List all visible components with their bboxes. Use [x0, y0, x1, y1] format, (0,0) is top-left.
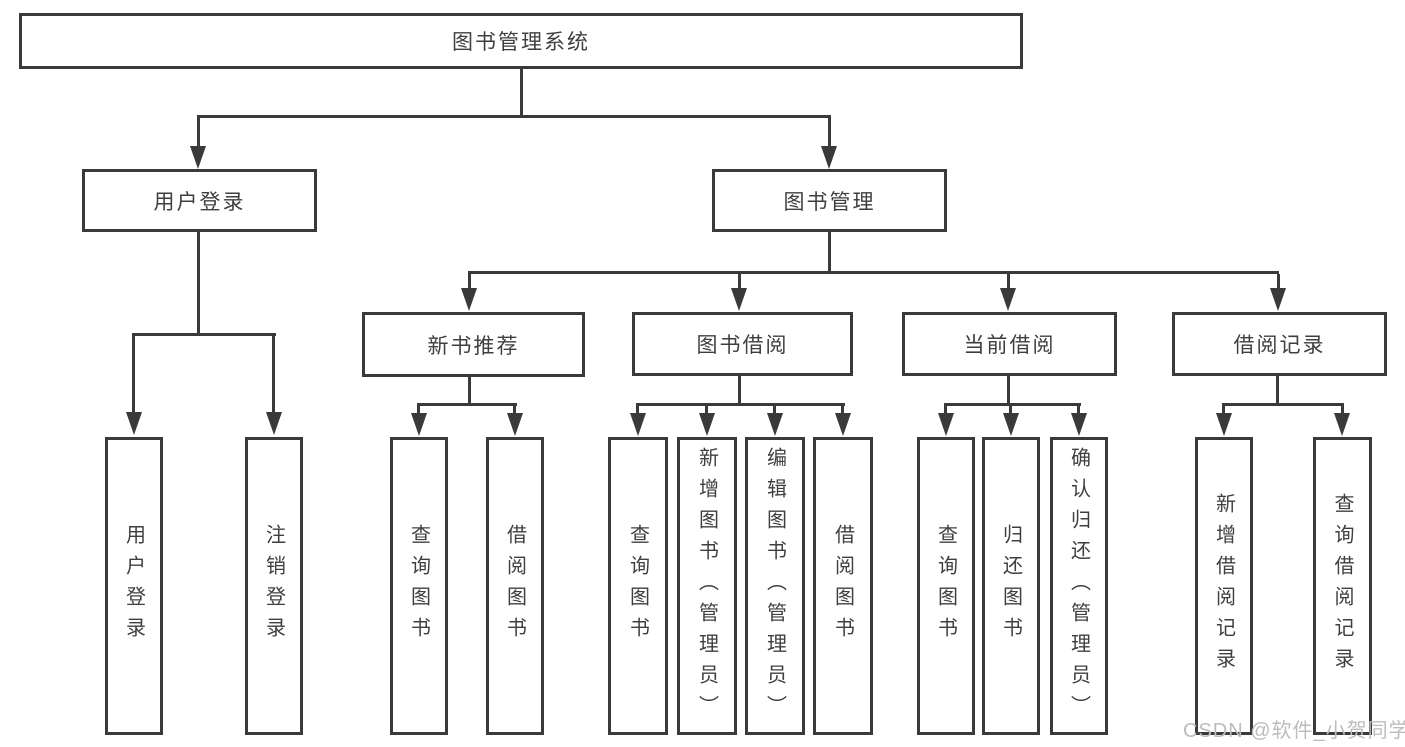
connector-hline — [468, 271, 1279, 274]
arrowhead-down-icon — [507, 413, 523, 436]
arrowhead-down-icon — [1270, 288, 1286, 311]
node-add-books-admin: 新增图书（管理员） — [677, 437, 737, 735]
node-user-login: 用户登录 — [82, 169, 317, 232]
connector-vline — [944, 406, 947, 415]
node-borrow-records-label: 借阅记录 — [1233, 334, 1326, 357]
connector-vline — [705, 406, 708, 415]
connector-hline — [132, 333, 276, 336]
node-borrow-records: 借阅记录 — [1172, 312, 1387, 376]
node-query-borrow-record: 查询借阅记录 — [1313, 437, 1372, 735]
connector-vline — [1009, 406, 1012, 415]
node-query-borrow-record-label: 查询借阅记录 — [1331, 493, 1353, 679]
connector-vline — [197, 232, 200, 336]
node-root: 图书管理系统 — [19, 13, 1023, 69]
node-query-books-current: 查询图书 — [917, 437, 975, 735]
node-book-borrow-label: 图书借阅 — [696, 334, 789, 357]
connector-hline — [197, 115, 831, 118]
node-query-books-borrow: 查询图书 — [608, 437, 668, 735]
csdn-watermark: CSDN @软件_小贺同学 — [1183, 720, 1405, 742]
connector-vline — [1341, 406, 1344, 415]
node-edit-books-admin: 编辑图书（管理员） — [745, 437, 805, 735]
node-book-borrow: 图书借阅 — [632, 312, 853, 376]
connector-vline — [468, 377, 471, 406]
connector-vline — [1222, 406, 1225, 415]
node-borrow-books-borrow: 借阅图书 — [813, 437, 873, 735]
node-query-books-newrec-label: 查询图书 — [407, 524, 430, 648]
node-return-books-label: 归还图书 — [999, 524, 1022, 648]
arrowhead-down-icon — [411, 413, 427, 436]
arrowhead-down-icon — [821, 146, 837, 169]
node-user-login-label: 用户登录 — [153, 190, 246, 214]
arrowhead-down-icon — [1071, 413, 1087, 436]
node-new-book-rec: 新书推荐 — [362, 312, 585, 377]
node-logout: 注销登录 — [245, 437, 303, 735]
node-query-books-borrow-label: 查询图书 — [626, 524, 649, 648]
connector-vline — [636, 406, 639, 415]
arrowhead-down-icon — [767, 413, 783, 436]
node-query-books-current-label: 查询图书 — [934, 524, 957, 648]
node-edit-books-admin-label: 编辑图书（管理员） — [763, 446, 786, 726]
connector-vline — [1007, 274, 1010, 290]
connector-hline — [417, 403, 517, 406]
node-add-books-admin-label: 新增图书（管理员） — [695, 446, 718, 726]
arrowhead-down-icon — [630, 413, 646, 436]
node-confirm-return-admin: 确认归还（管理员） — [1050, 437, 1108, 735]
connector-vline — [520, 69, 523, 117]
arrowhead-down-icon — [1003, 413, 1019, 436]
node-book-mgmt: 图书管理 — [712, 169, 947, 232]
node-root-label: 图书管理系统 — [452, 31, 590, 54]
arrowhead-down-icon — [190, 146, 206, 169]
connector-vline — [272, 336, 275, 414]
connector-vline — [738, 376, 741, 406]
arrowhead-down-icon — [1334, 413, 1350, 436]
arrowhead-down-icon — [938, 413, 954, 436]
connector-vline — [828, 118, 831, 150]
arrowhead-down-icon — [266, 412, 282, 435]
connector-vline — [132, 336, 135, 414]
node-add-borrow-record-label: 新增借阅记录 — [1212, 493, 1235, 679]
arrowhead-down-icon — [1216, 413, 1232, 436]
connector-vline — [1276, 376, 1279, 406]
node-user-login-action: 用户登录 — [105, 437, 163, 735]
node-confirm-return-admin-label: 确认归还（管理员） — [1067, 446, 1090, 726]
connector-vline — [738, 274, 741, 290]
node-logout-label: 注销登录 — [262, 524, 285, 648]
node-borrow-books-borrow-label: 借阅图书 — [831, 524, 854, 648]
connector-vline — [1077, 406, 1080, 415]
connector-vline — [1277, 274, 1280, 290]
node-query-books-newrec: 查询图书 — [390, 437, 448, 735]
connector-hline — [636, 403, 845, 406]
connector-vline — [513, 406, 516, 415]
arrowhead-down-icon — [1000, 288, 1016, 311]
connector-vline — [773, 406, 776, 415]
arrowhead-down-icon — [126, 412, 142, 435]
node-current-borrow: 当前借阅 — [902, 312, 1117, 376]
arrowhead-down-icon — [835, 413, 851, 436]
node-borrow-books-newrec: 借阅图书 — [486, 437, 544, 735]
node-current-borrow-label: 当前借阅 — [963, 334, 1056, 357]
connector-hline — [944, 403, 1081, 406]
connector-vline — [1007, 376, 1010, 406]
node-add-borrow-record: 新增借阅记录 — [1195, 437, 1253, 735]
node-new-book-rec-label: 新书推荐 — [427, 334, 520, 358]
arrowhead-down-icon — [699, 413, 715, 436]
node-return-books: 归还图书 — [982, 437, 1040, 735]
node-user-login-action-label: 用户登录 — [122, 524, 145, 648]
connector-vline — [417, 406, 420, 415]
arrowhead-down-icon — [731, 288, 747, 311]
connector-hline — [1222, 403, 1344, 406]
connector-vline — [828, 232, 831, 274]
connector-vline — [841, 406, 844, 415]
node-book-mgmt-label: 图书管理 — [783, 190, 876, 214]
connector-vline — [197, 118, 200, 150]
connector-vline — [468, 274, 471, 290]
arrowhead-down-icon — [461, 288, 477, 311]
node-borrow-books-newrec-label: 借阅图书 — [503, 524, 526, 648]
